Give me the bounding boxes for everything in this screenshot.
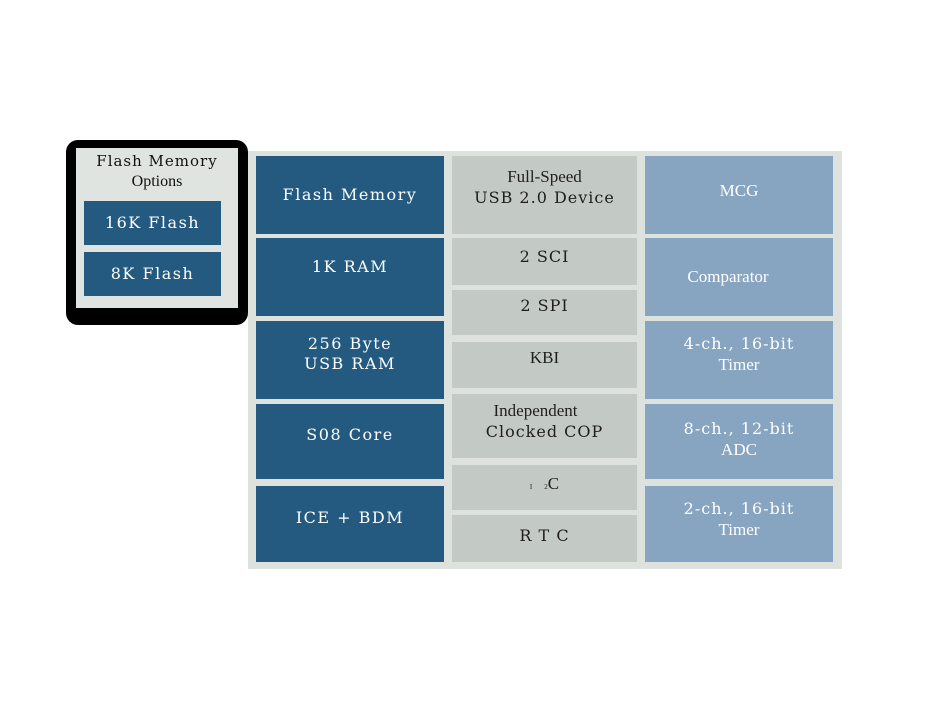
option-16k-flash: 16K Flash [84, 201, 221, 245]
block-2-spi: 2 SPI [452, 290, 637, 335]
block-adc-line1: 8-ch., 12-bit [683, 418, 795, 438]
block-usb-ram-line1: 256 Byte [307, 334, 393, 353]
block-mcg-label: MCG [719, 181, 759, 201]
block-i2c-label: I 2C [530, 473, 559, 494]
block-i2c-sub2: 2 [544, 482, 548, 491]
block-adc: 8-ch., 12-bit ADC [645, 404, 833, 479]
block-s08-core: S08 Core [256, 404, 444, 479]
block-rtc: R T C [452, 515, 637, 562]
option-8k-flash: 8K Flash [84, 252, 221, 296]
block-1k-ram: 1K RAM [256, 238, 444, 316]
block-2ch-timer-line2: Timer [718, 520, 760, 540]
block-ice-bdm: ICE + BDM [256, 486, 444, 562]
block-comparator: Comparator [645, 238, 833, 316]
block-i2c-sub1: I [529, 482, 533, 491]
block-adc-line2: ADC [721, 439, 757, 459]
flash-options-title-line2: Options [131, 172, 183, 190]
flash-options-title: Flash Memory Options [76, 152, 238, 192]
block-kbi: KBI [452, 342, 637, 388]
block-4ch-timer-line2: Timer [718, 355, 760, 375]
block-clocked-cop-line2: Clocked COP [485, 421, 604, 441]
block-2ch-timer: 2-ch., 16-bit Timer [645, 486, 833, 562]
block-usb-device: Full-Speed USB 2.0 Device [452, 156, 637, 234]
block-comparator-label: Comparator [687, 267, 769, 287]
block-2ch-timer-line1: 2-ch., 16-bit [683, 499, 795, 519]
block-usb-ram-line2: USB RAM [304, 354, 396, 373]
block-usb-ram: 256 Byte USB RAM [256, 321, 444, 399]
block-2-sci: 2 SCI [452, 238, 637, 285]
block-usb-device-line2: USB 2.0 Device [474, 187, 615, 207]
block-flash-memory: Flash Memory [256, 156, 444, 234]
flash-options-title-line1: Flash Memory [96, 152, 218, 170]
block-kbi-label: KBI [529, 348, 560, 368]
block-i2c-main: C [547, 473, 560, 493]
block-4ch-timer-line1: 4-ch., 16-bit [683, 334, 795, 354]
block-mcg: MCG [645, 156, 833, 234]
block-usb-device-line1: Full-Speed [507, 167, 582, 187]
block-clocked-cop: Independent Clocked COP [452, 394, 637, 458]
block-clocked-cop-line1: Independent [493, 401, 578, 421]
block-4ch-timer: 4-ch., 16-bit Timer [645, 321, 833, 399]
block-i2c: I 2C [452, 465, 637, 510]
